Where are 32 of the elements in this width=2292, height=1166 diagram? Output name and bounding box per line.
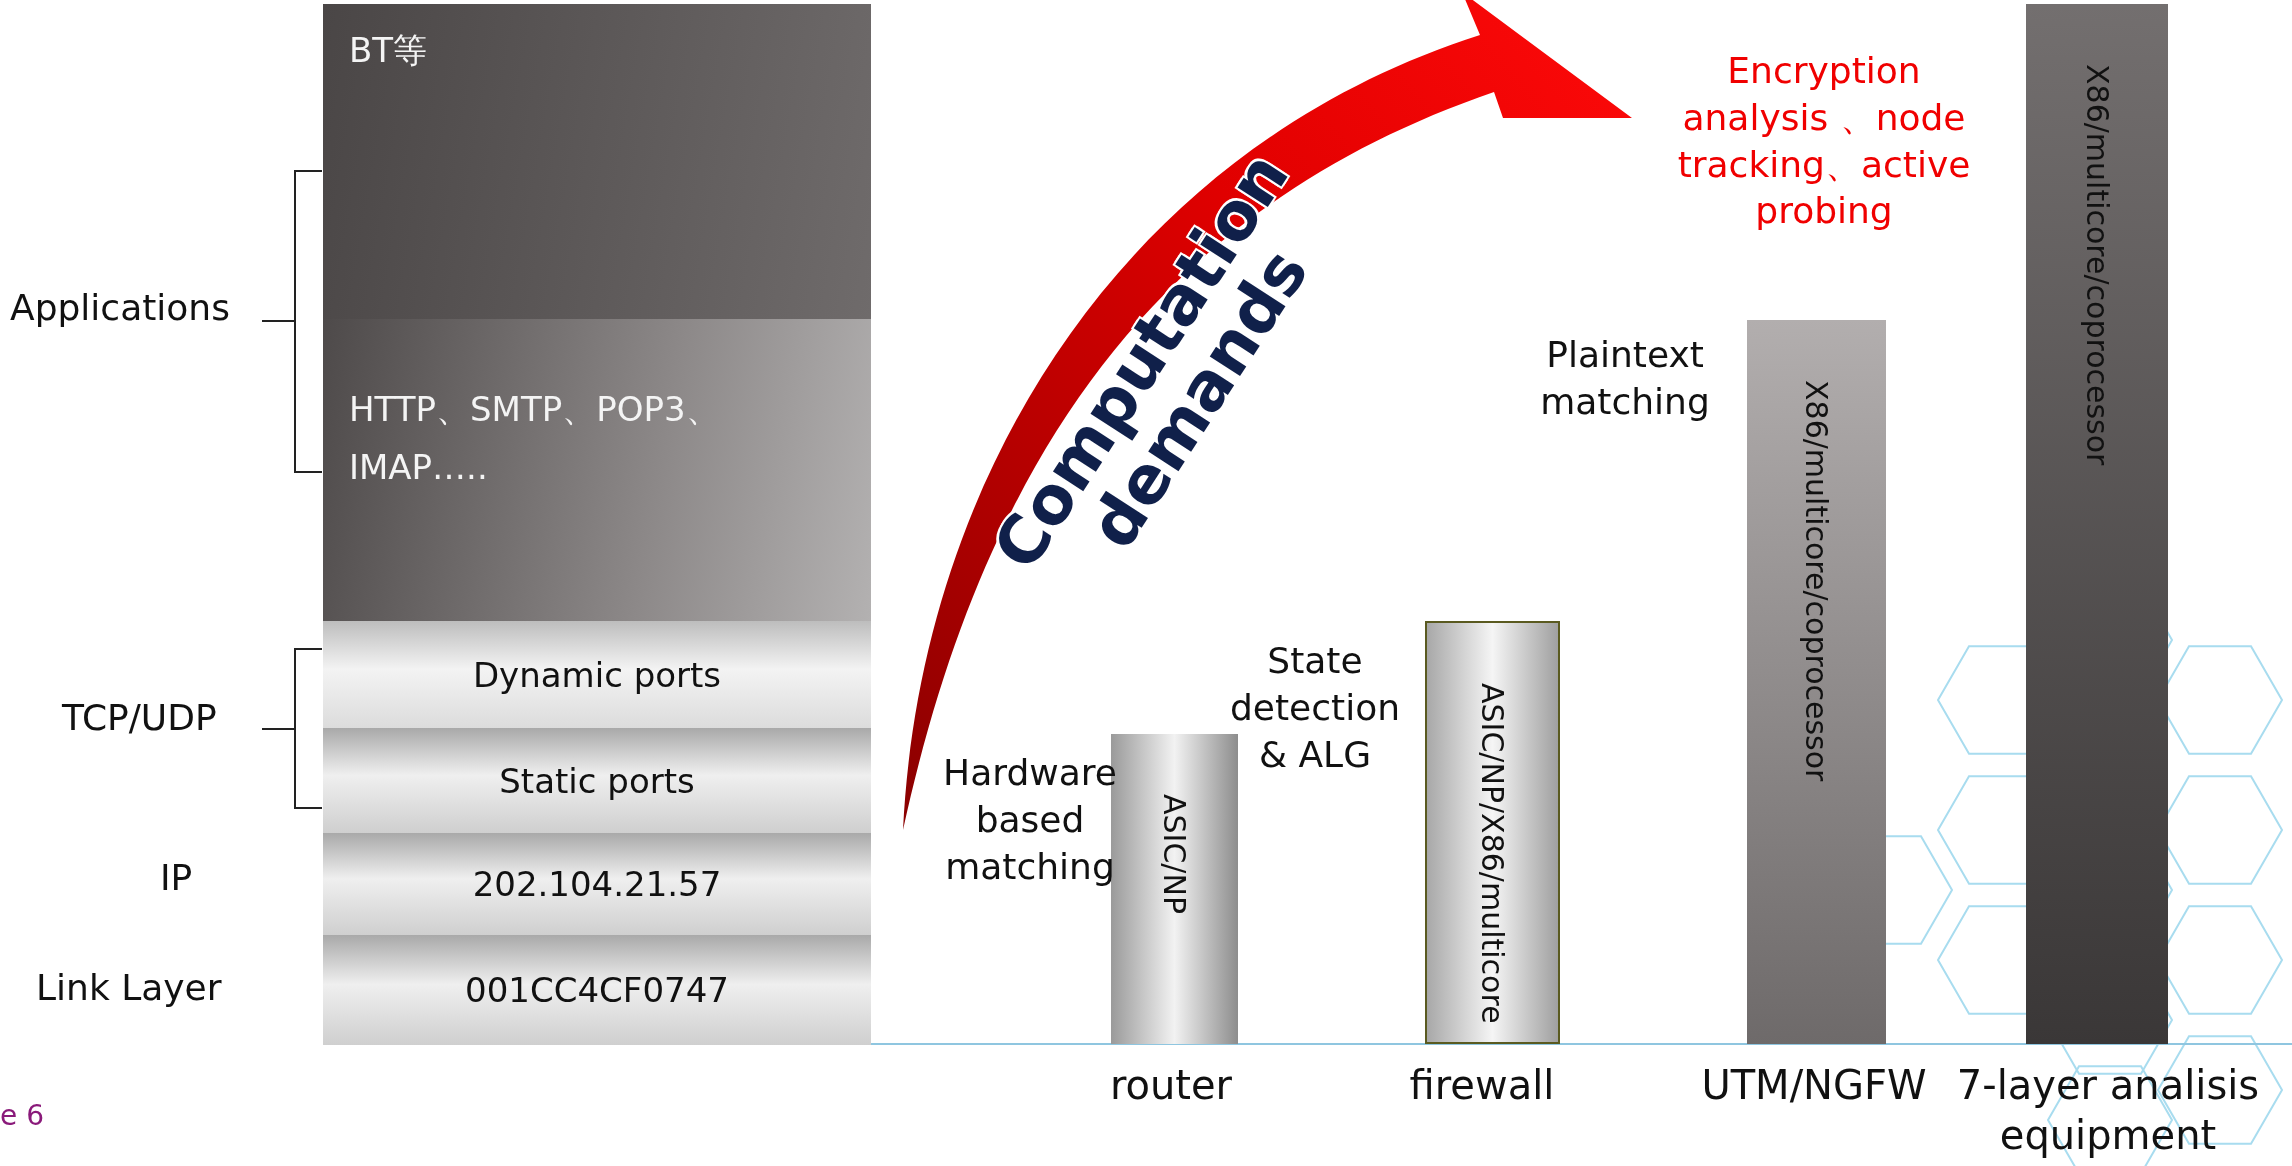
layer-text: Dynamic ports [471, 654, 723, 695]
device-name: 7-layer analisis equipment [1955, 1061, 2261, 1160]
device-name: router [1108, 1061, 1234, 1110]
bar-label: ASIC/NP [1157, 794, 1192, 914]
layer-text: Static ports [498, 760, 696, 801]
layer-block [323, 833, 871, 935]
layer-label: IP [160, 856, 194, 900]
layer-block [323, 935, 871, 1045]
layer-label: TCP/UDP [62, 696, 218, 740]
layer-label: Applications [10, 286, 231, 330]
feature-text: State detection & ALG [1229, 639, 1401, 777]
layer-block [323, 621, 871, 728]
layer-text: HTTP、SMTP、POP3、IMAP….. [349, 388, 721, 489]
layer-block [323, 728, 871, 833]
device-name: firewall [1408, 1061, 1556, 1110]
feature-text: Plaintext matching [1539, 333, 1711, 424]
layer-text: BT等 [349, 29, 429, 72]
layer-block [323, 319, 871, 621]
layer-label: Link Layer [36, 966, 223, 1010]
device-bar [1425, 621, 1560, 1044]
bar-label: ASIC/NP/X86/multicore [1475, 683, 1510, 1024]
page-number: e 6 [0, 1098, 45, 1134]
feature-text: Hardware based matching [942, 751, 1118, 889]
layer-text: 202.104.21.57 [471, 864, 723, 904]
bar-label: X86/multicore/coprocessor [2079, 64, 2115, 466]
device-bar [2026, 4, 2168, 1044]
layer-text: 001CC4CF0747 [464, 970, 730, 1010]
layer-block [323, 4, 871, 319]
device-bar [1747, 320, 1886, 1044]
feature-text: Encryption analysis 、node tracking、active probing [1676, 49, 1972, 234]
bar-label: X86/multicore/coprocessor [1799, 380, 1834, 782]
device-name: UTM/NGFW [1700, 1061, 1928, 1110]
